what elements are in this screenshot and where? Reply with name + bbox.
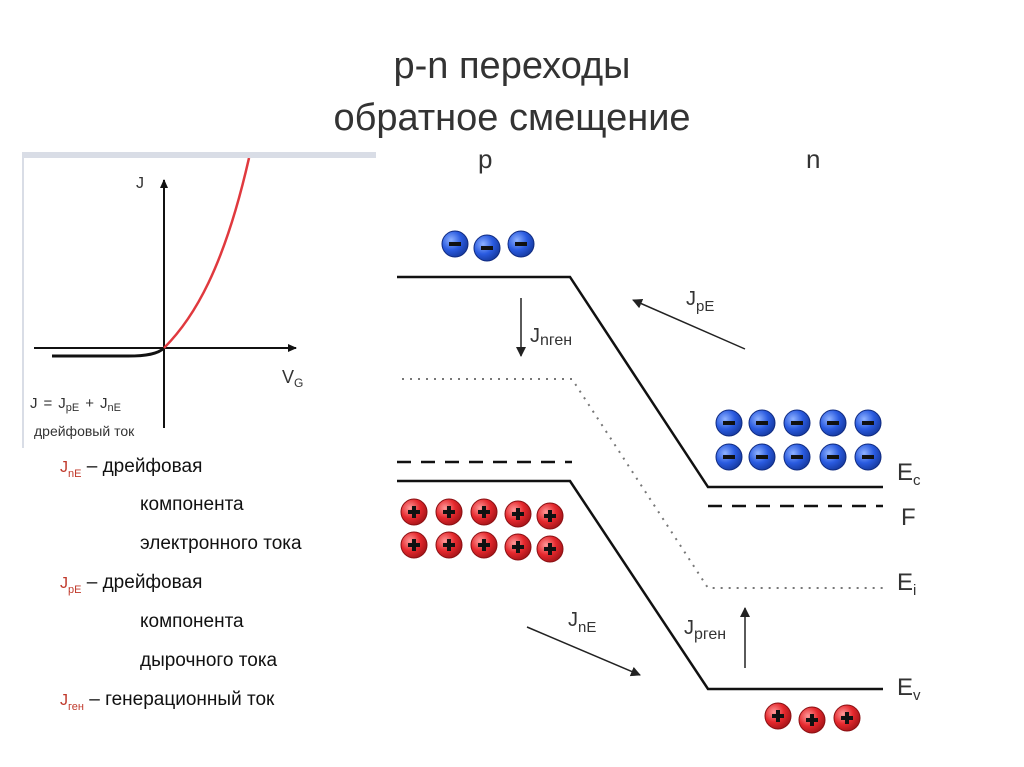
electron-9 bbox=[748, 443, 776, 471]
ev-label: E bbox=[897, 674, 913, 701]
legend-jne: JnE – дрейфовая bbox=[60, 456, 203, 480]
hole-7 bbox=[470, 531, 498, 559]
hole-3 bbox=[504, 500, 532, 528]
hole-2 bbox=[470, 498, 498, 526]
ei-label-sub: i bbox=[913, 582, 916, 599]
valence-band-edge bbox=[397, 479, 883, 691]
iv-characteristic-panel: J VG J=JpE+JnE дрейфовый ток bbox=[22, 152, 376, 448]
conduction-band-edge bbox=[397, 275, 883, 489]
ec-label: E bbox=[897, 459, 913, 486]
j-pe-label-sub: pE bbox=[696, 298, 714, 315]
slide-title-line1: p-n переходы bbox=[393, 45, 631, 87]
electron-6 bbox=[819, 409, 847, 437]
hole-11 bbox=[798, 706, 826, 734]
electron-0 bbox=[441, 230, 469, 258]
legend-jpe-line2: компонента bbox=[140, 611, 244, 632]
svg-text:Ec: Ec bbox=[897, 459, 921, 489]
svg-text:JnE: JnE bbox=[568, 609, 596, 636]
slide-title-line2: обратное смещение bbox=[333, 97, 691, 139]
iv-caption: дрейфовый ток bbox=[34, 423, 135, 439]
iv-curve-reverse bbox=[52, 346, 166, 358]
svg-text:VG: VG bbox=[282, 367, 303, 390]
hole-6 bbox=[435, 531, 463, 559]
electron-7 bbox=[854, 409, 882, 437]
ei-label: E bbox=[897, 569, 913, 596]
j-pgen-label: J bbox=[684, 617, 694, 639]
j-ngen-label: J bbox=[530, 325, 540, 347]
iv-curve-forward bbox=[163, 157, 251, 349]
j-pe-arrow bbox=[632, 299, 746, 350]
hole-10 bbox=[764, 702, 792, 730]
legend-jne-line3: электронного тока bbox=[140, 533, 302, 554]
svg-text:Ei: Ei bbox=[897, 569, 916, 599]
electron-2 bbox=[507, 230, 535, 258]
hole-1 bbox=[435, 498, 463, 526]
svg-text:Ev: Ev bbox=[897, 674, 921, 704]
hole-12 bbox=[833, 704, 861, 732]
ev-label-sub: v bbox=[913, 687, 921, 704]
electron-10 bbox=[783, 443, 811, 471]
hole-0 bbox=[400, 498, 428, 526]
iv-x-label: V bbox=[282, 367, 294, 387]
electron-3 bbox=[715, 409, 743, 437]
hole-9 bbox=[536, 535, 564, 563]
f-label: F bbox=[901, 504, 916, 531]
j-ne-arrow bbox=[526, 626, 641, 677]
hole-8 bbox=[504, 533, 532, 561]
iv-x-label-sub: G bbox=[294, 376, 303, 390]
j-ne-label: J bbox=[568, 609, 578, 631]
n-region-label: n bbox=[806, 144, 820, 174]
ec-label-sub: c bbox=[913, 472, 921, 489]
carriers-group bbox=[400, 230, 882, 734]
legend-jgen: Jген – генерационный ток bbox=[60, 689, 275, 713]
electron-4 bbox=[748, 409, 776, 437]
legend-jpe: JpE – дрейфовая bbox=[60, 572, 203, 596]
legend-jpe-line3: дырочного тока bbox=[140, 650, 278, 671]
j-pgen-label-sub: pген bbox=[694, 626, 726, 643]
j-pe-label: J bbox=[686, 288, 696, 310]
electron-12 bbox=[854, 443, 882, 471]
hole-5 bbox=[400, 531, 428, 559]
svg-text:Jnген: Jnген bbox=[530, 325, 572, 349]
iv-formula: J=JpE+JnE bbox=[30, 395, 121, 414]
electron-8 bbox=[715, 443, 743, 471]
iv-y-label: J bbox=[136, 175, 144, 192]
electron-11 bbox=[819, 443, 847, 471]
j-ne-label-sub: nE bbox=[578, 619, 596, 636]
p-region-label: p bbox=[478, 144, 492, 174]
j-ngen-label-sub: nген bbox=[540, 332, 572, 349]
electron-1 bbox=[473, 234, 501, 262]
legend-jne-line2: компонента bbox=[140, 494, 244, 515]
electron-5 bbox=[783, 409, 811, 437]
intrinsic-level bbox=[402, 378, 883, 589]
svg-text:Jpген: Jpген bbox=[684, 617, 726, 643]
iv-characteristic-graph: J VG J=JpE+JnE дрейфовый ток bbox=[30, 157, 303, 439]
svg-text:JpE: JpE bbox=[686, 288, 714, 315]
hole-4 bbox=[536, 502, 564, 530]
